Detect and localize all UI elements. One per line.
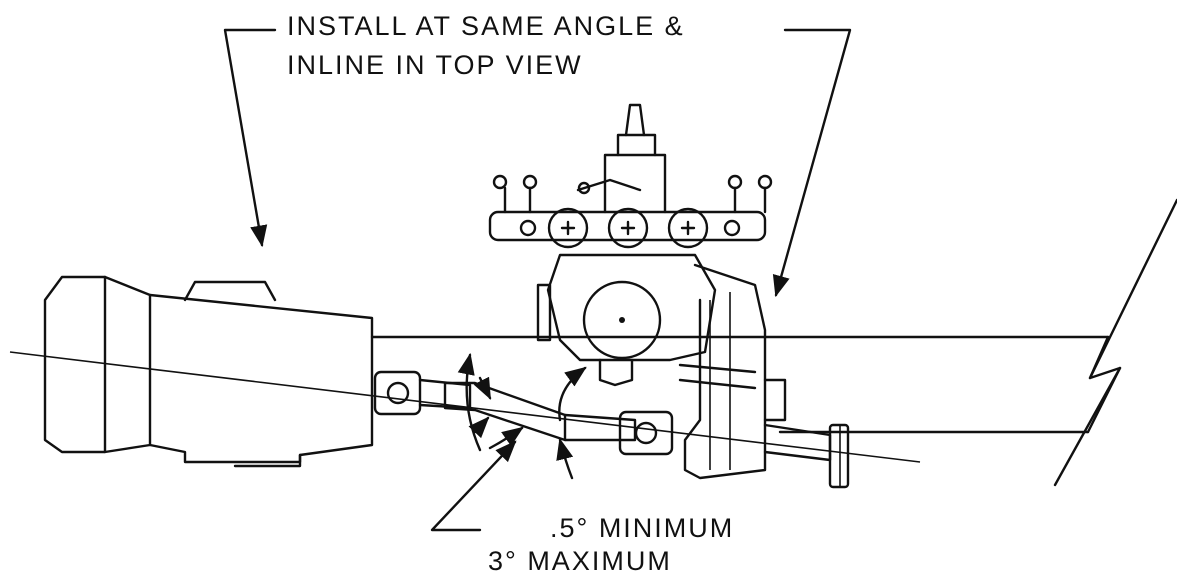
driveshaft (373, 370, 674, 456)
frame-rail (370, 198, 1177, 487)
install-note-line1: INSTALL AT SAME ANGLE & (287, 11, 685, 41)
install-note-line2: INLINE IN TOP VIEW (287, 50, 583, 80)
valve-manifold (488, 103, 773, 249)
angle-indicators (457, 352, 587, 480)
minimum-angle-note: .5° MINIMUM (550, 513, 735, 543)
maximum-angle-note: 3° MAXIMUM (488, 546, 672, 576)
pump-body (536, 253, 787, 480)
pump-shaft (763, 423, 850, 489)
angle-note-leader (430, 440, 517, 532)
install-note-leaders (223, 28, 852, 298)
transmission (43, 275, 374, 468)
